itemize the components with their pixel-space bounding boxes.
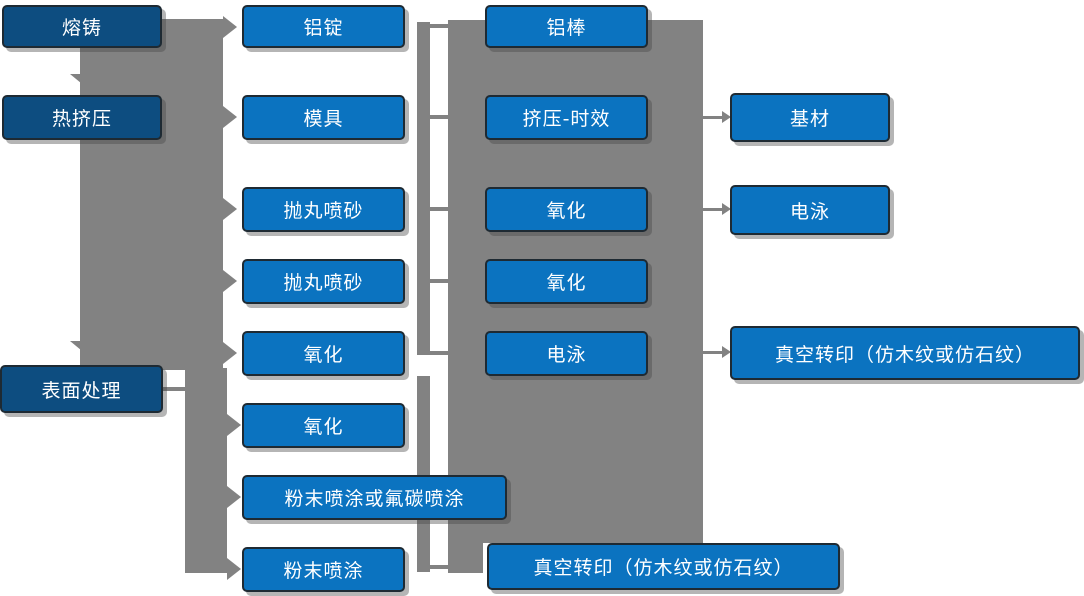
node-powder-coating: 粉末喷涂 [242, 547, 405, 592]
connector-surface-link-line [163, 387, 187, 391]
connector-bus-line-upper [417, 22, 430, 355]
arrow-to-mold-icon [223, 106, 237, 128]
node-oxidation-1: 氧化 [242, 331, 405, 376]
bus-tick-row4 [430, 279, 448, 283]
node-vacuum-transfer-1: 真空转印（仿木纹或仿石纹） [487, 543, 840, 590]
arrow-to-base-material-icon [722, 111, 731, 123]
out-line-to-electrophoresis-2 [703, 208, 723, 211]
node-oxidation-2: 氧化 [242, 403, 405, 448]
node-vacuum-transfer-2: 真空转印（仿木纹或仿石纹） [730, 326, 1080, 380]
node-oxidation-4: 氧化 [485, 259, 648, 304]
node-shot-blasting-1: 抛丸喷砂 [242, 187, 405, 232]
arrow-to-aluminum-ingot-icon [223, 16, 237, 38]
node-hot-extrusion: 热挤压 [2, 95, 162, 140]
node-melting: 熔铸 [2, 5, 162, 48]
node-surface-treatment: 表面处理 [0, 365, 163, 413]
out-line-to-vacuum-transfer-2 [703, 351, 723, 354]
node-electrophoresis-2: 电泳 [730, 185, 890, 235]
connector-center-bottom-strip [448, 543, 483, 573]
connector-surface-fan-band [185, 368, 227, 573]
arrow-to-vacuum-transfer-2-icon [722, 346, 731, 358]
bus-tick-row5 [430, 351, 448, 355]
bus-tick-row1 [430, 24, 448, 28]
connector-bus-line-lower [417, 376, 430, 572]
node-powder-or-fluorocarbon: 粉末喷涂或氟碳喷涂 [242, 475, 507, 520]
arrow-to-powder-or-fluorocarbon-icon [227, 486, 241, 508]
node-electrophoresis-1: 电泳 [485, 331, 648, 376]
arrow-to-oxidation-1-icon [223, 342, 237, 364]
bus-tick-row3 [430, 207, 448, 211]
connector-left-main-band [80, 19, 223, 370]
arrow-down-to-surface-treatment-icon [70, 341, 104, 355]
node-mold: 模具 [242, 95, 405, 140]
arrow-to-electrophoresis-2-icon [722, 203, 731, 215]
arrow-to-powder-coating-icon [227, 558, 241, 580]
node-aluminum-ingot: 铝锭 [242, 5, 405, 48]
node-shot-blasting-2: 抛丸喷砂 [242, 259, 405, 304]
arrow-to-shot-blasting-1-icon [223, 198, 237, 220]
bus-tick-row2 [430, 115, 448, 119]
arrow-to-shot-blasting-2-icon [223, 270, 237, 292]
node-base-material: 基材 [730, 93, 890, 142]
node-oxidation-3: 氧化 [485, 187, 648, 232]
node-aluminum-rod: 铝棒 [485, 5, 648, 48]
arrow-to-oxidation-2-icon [227, 414, 241, 436]
out-line-to-base-material [703, 116, 723, 119]
node-extrusion-aging: 挤压-时效 [485, 95, 648, 140]
arrow-down-to-hot-extrusion-icon [70, 74, 104, 88]
bus-tick-row8 [430, 565, 448, 569]
